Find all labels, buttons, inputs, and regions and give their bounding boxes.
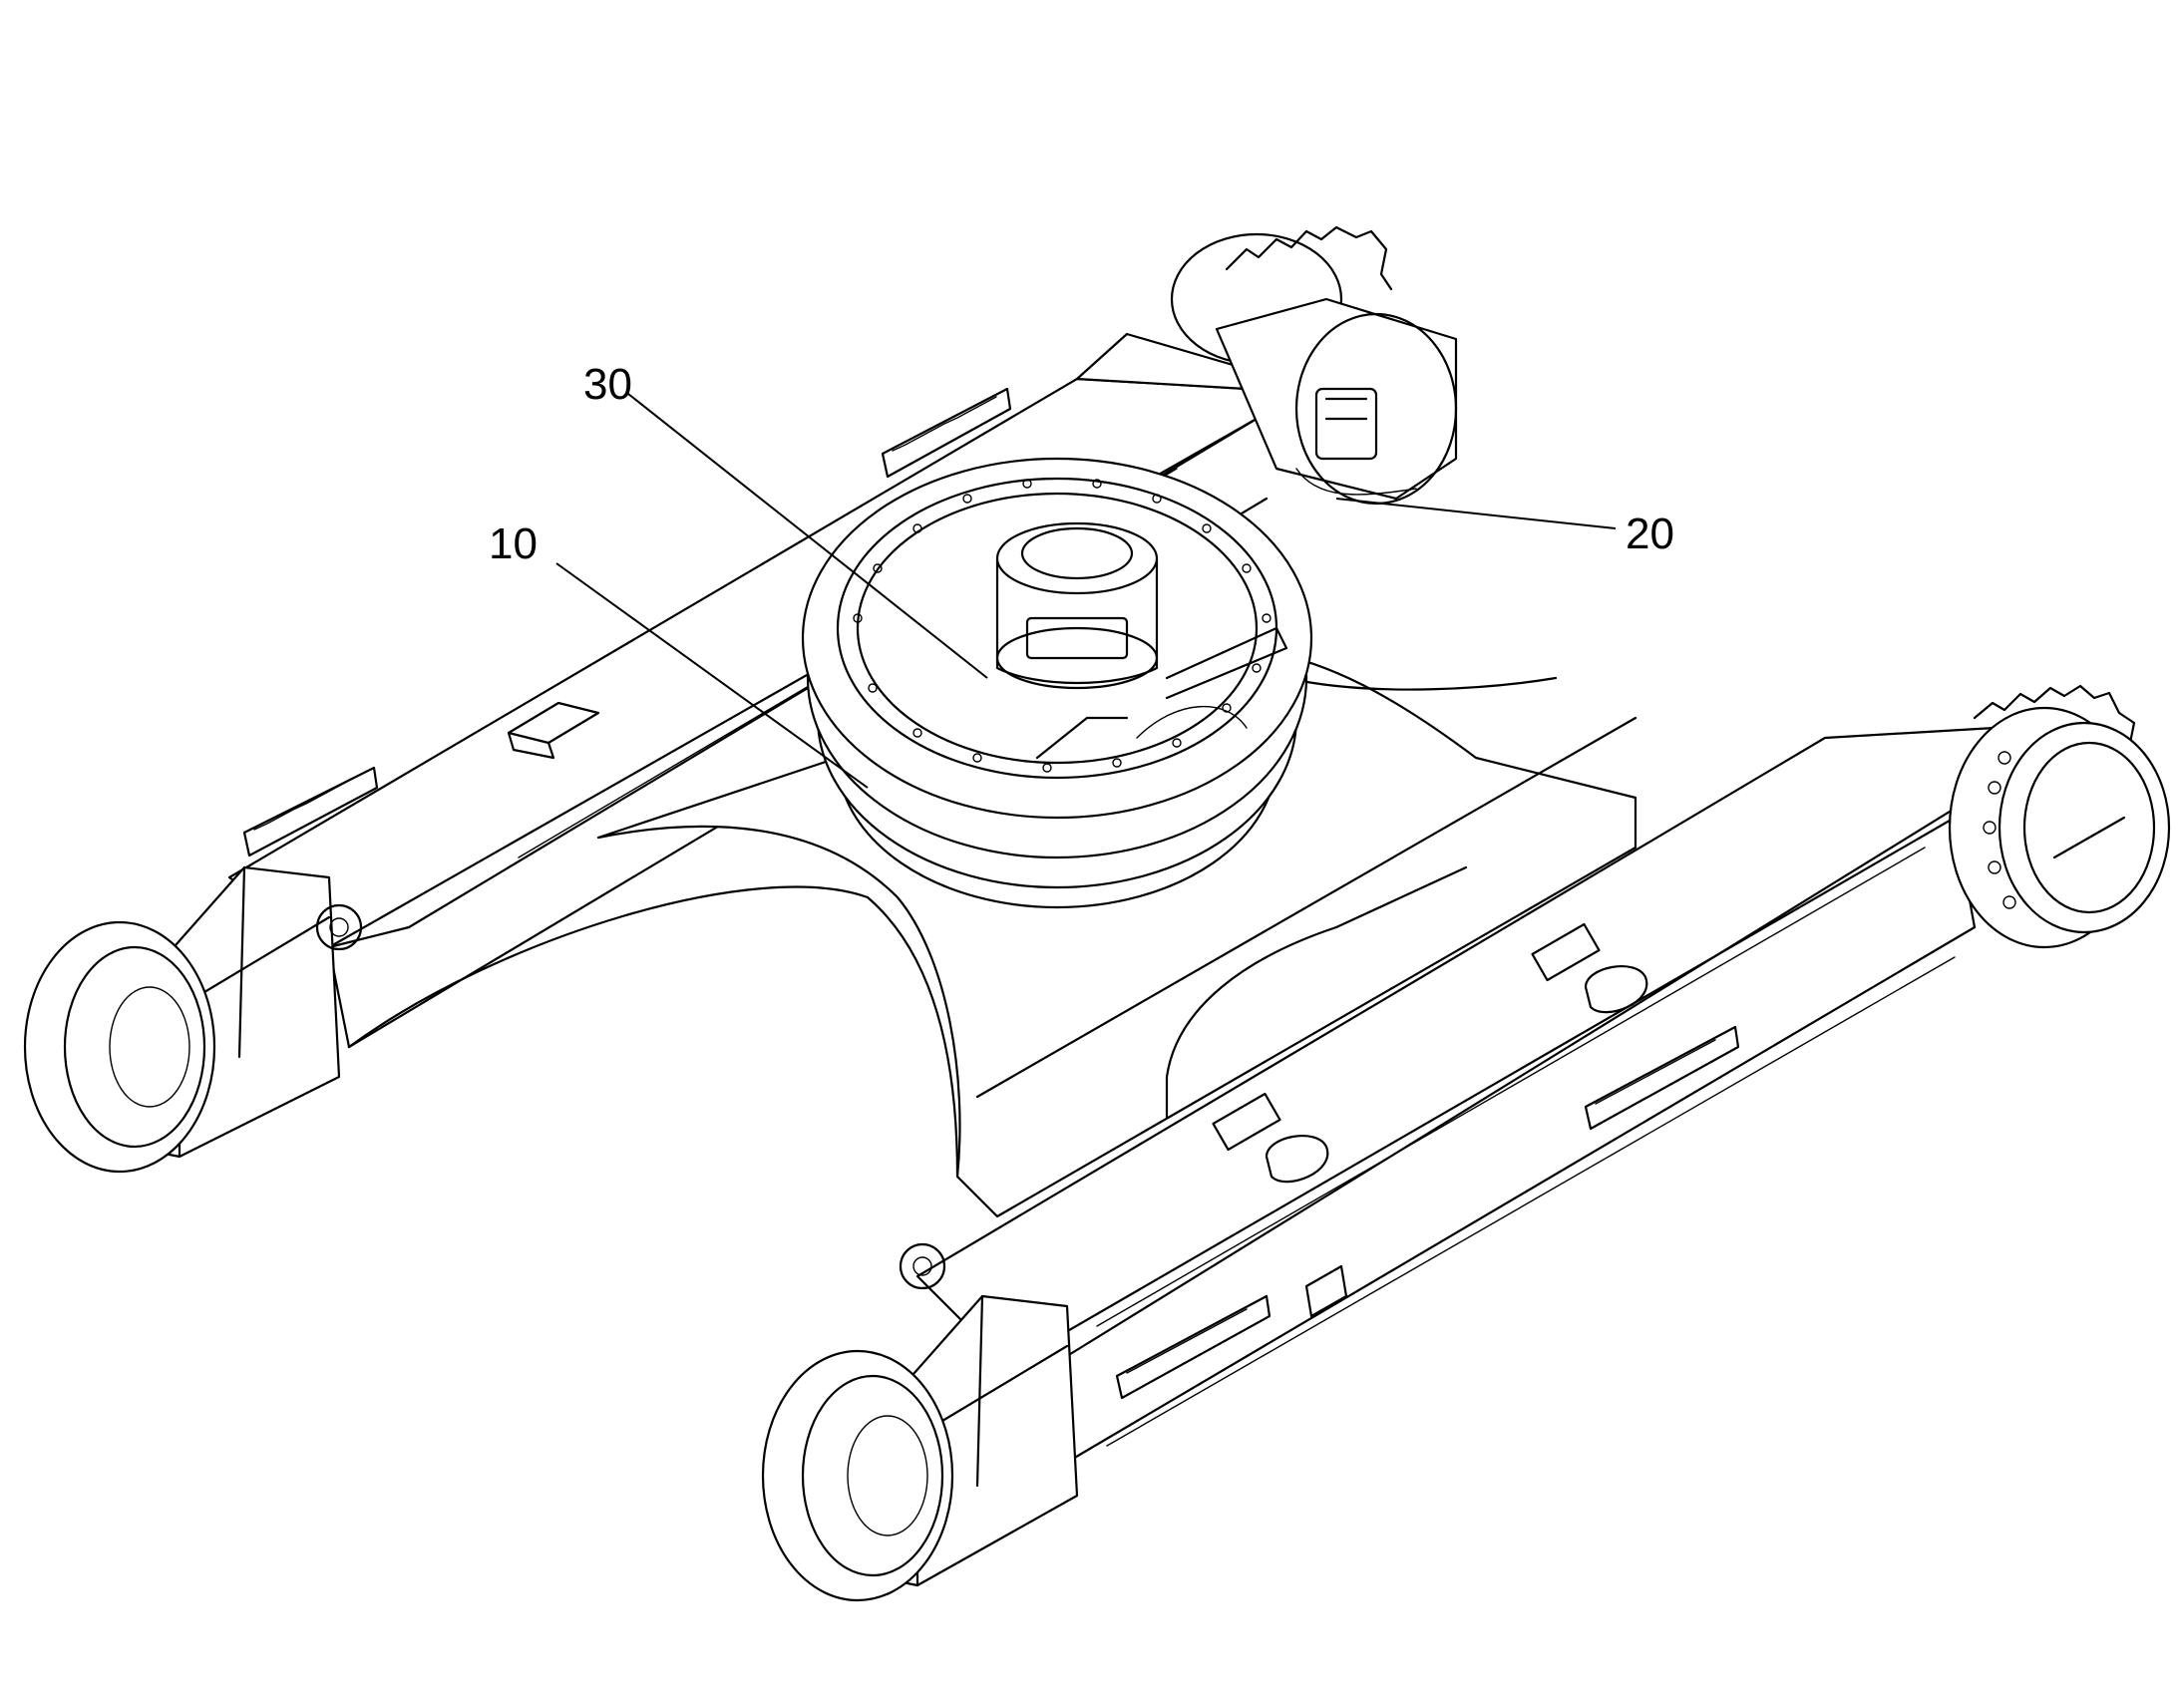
right-track-frame xyxy=(761,726,2006,1602)
callout-leaders xyxy=(555,393,1617,789)
center-swivel-joint xyxy=(995,521,1288,760)
rear-sprocket-upper xyxy=(1170,225,1458,506)
callout-label-30: 30 xyxy=(583,360,632,409)
callout-label-20: 20 xyxy=(1626,510,1674,558)
rear-sprocket-lower xyxy=(1948,684,2171,949)
callout-label-10: 10 xyxy=(489,519,538,568)
